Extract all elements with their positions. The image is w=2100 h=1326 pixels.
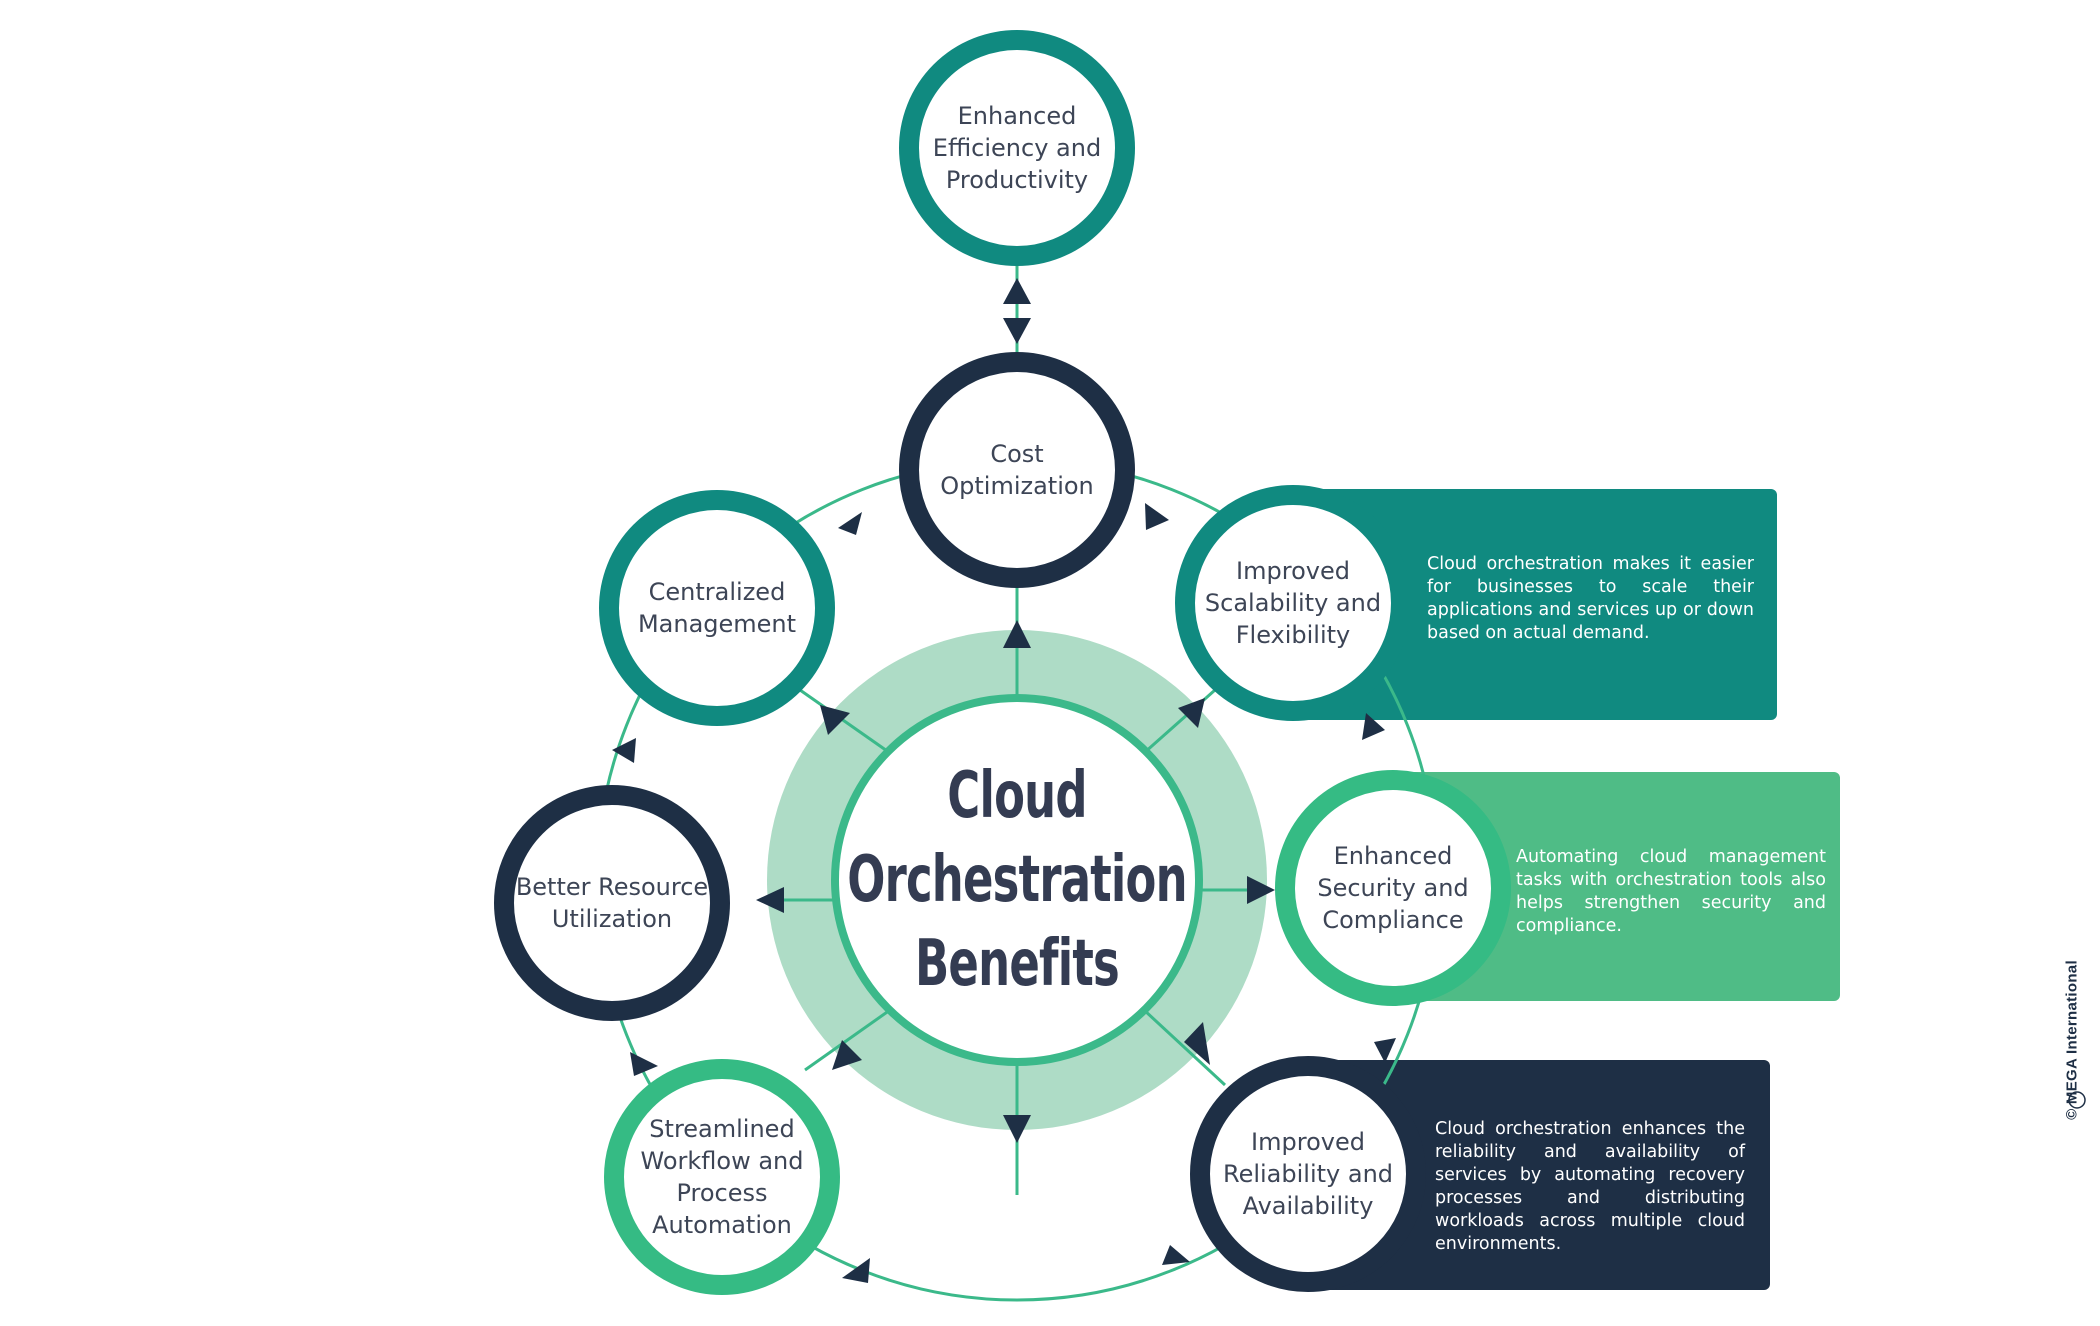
arrow-ring-workflow	[842, 1258, 870, 1283]
security-description-box	[1400, 772, 1840, 1001]
reliability-circle	[1190, 1056, 1426, 1292]
arrow-ring-scalability	[1362, 713, 1385, 740]
node-scalability: Improved Scalability and Flexibility	[1204, 557, 1382, 649]
arrow-lower-left	[832, 1040, 862, 1070]
watermark-text: © MEGA International	[2063, 960, 2081, 1120]
arrow-upper-right	[1178, 698, 1205, 728]
node-reliability: Improved Reliability and Availability	[1222, 1128, 1394, 1220]
cost-circle	[899, 352, 1135, 588]
resource-circle	[494, 785, 730, 1021]
copyright-icon	[2068, 1091, 2086, 1109]
arrow-ring-cost-right	[1145, 503, 1169, 530]
scalability-circle	[1175, 485, 1411, 721]
centralized-circle	[599, 490, 835, 726]
node-workflow: Streamlined Workflow and Process Automat…	[640, 1115, 804, 1239]
scalability-description: Cloud orchestration makes it easier for …	[1427, 554, 1754, 643]
node-resource: Better Resource Utilization	[515, 873, 709, 933]
center-circle	[831, 694, 1203, 1066]
arrow-efficiency-down	[1003, 318, 1031, 344]
node-efficiency: Enhanced Efficiency and Productivity	[932, 102, 1102, 194]
arrow-upper-left	[820, 705, 850, 735]
security-description: Automating cloud management tasks with o…	[1516, 847, 1826, 936]
arrow-ring-centralized	[838, 512, 862, 535]
efficiency-circle	[899, 30, 1135, 266]
scalability-description-box	[1290, 489, 1777, 720]
reliability-description: Cloud orchestration enhances the reliabi…	[1435, 1119, 1745, 1254]
arrow-lower-right	[1184, 1022, 1210, 1065]
arrow-ring-centralized-lower	[612, 738, 636, 763]
arrow-ring-resource	[630, 1052, 658, 1076]
arrow-up-cost	[1003, 620, 1031, 648]
node-cost: Cost Optimization	[940, 440, 1094, 500]
security-circle	[1275, 770, 1511, 1006]
reliability-description-box	[1310, 1060, 1770, 1290]
node-security: Enhanced Security and Compliance	[1317, 842, 1469, 934]
center-title: Cloud Orchestration Benefits	[847, 759, 1187, 1001]
arrow-right	[1247, 876, 1275, 904]
spoke-lower-left	[804, 1008, 891, 1072]
arrow-efficiency-up	[1003, 278, 1031, 304]
arrow-left	[756, 887, 784, 913]
workflow-circle	[604, 1059, 840, 1295]
arrow-ring-security	[1374, 1038, 1396, 1063]
arrowheads	[612, 278, 1396, 1283]
spoke-lower-right	[1142, 1008, 1227, 1087]
spoke-upper-left	[799, 688, 891, 755]
arrow-ring-reliability	[1162, 1245, 1190, 1265]
node-centralized: Centralized Management	[637, 578, 797, 638]
watermark: © MEGA International	[2052, 960, 2092, 1120]
arrow-down	[1003, 1115, 1031, 1143]
